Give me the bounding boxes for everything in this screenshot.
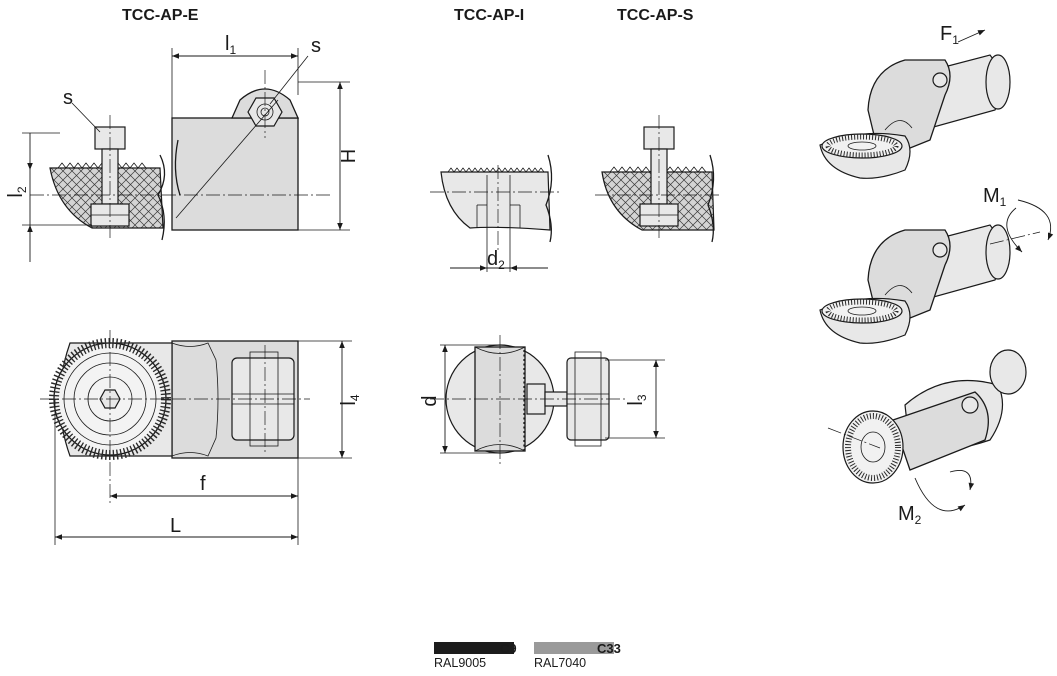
load-m2: M2 — [898, 503, 922, 527]
tcc-ap-e-side-section — [22, 48, 350, 262]
dim-s-bolt: s — [63, 87, 73, 109]
dim-l2: l2 — [5, 186, 29, 197]
iso-view-f1 — [819, 29, 1011, 179]
color-ral-c9: RAL9005 — [434, 656, 486, 670]
color-swatch-c33 — [534, 642, 614, 654]
dim-l-overall: L — [170, 515, 181, 537]
view-title-tcc-ap-e: TCC-AP-E — [122, 7, 199, 24]
tcc-ap-i-side-section — [430, 154, 560, 272]
view-title-tcc-ap-i: TCC-AP-I — [454, 7, 524, 24]
dim-l3: l3 — [625, 394, 649, 405]
view-title-tcc-ap-s: TCC-AP-S — [617, 7, 694, 24]
dim-h: H — [338, 149, 360, 163]
color-code-c33: C33 — [597, 641, 621, 656]
color-code-c9: C9 — [500, 641, 517, 656]
color-swatch-c9 — [434, 642, 514, 654]
dim-d2: d2 — [487, 248, 505, 272]
color-ral-c33: RAL7040 — [534, 656, 586, 670]
load-f1: F1 — [940, 23, 959, 47]
tcc-ap-e-top-view — [40, 330, 352, 545]
iso-view-m1 — [819, 199, 1054, 344]
color-legend — [434, 642, 614, 654]
dim-l1: l1 — [225, 33, 236, 57]
load-m1: M1 — [983, 185, 1007, 209]
tcc-ap-i-top-view — [430, 335, 665, 465]
iso-view-m2 — [827, 349, 1027, 512]
dim-f: f — [200, 473, 206, 495]
dim-s-nut: s — [311, 35, 321, 57]
tcc-ap-s-side-section — [595, 115, 720, 243]
dim-d: d — [419, 395, 441, 406]
dim-l4: l4 — [338, 394, 362, 405]
